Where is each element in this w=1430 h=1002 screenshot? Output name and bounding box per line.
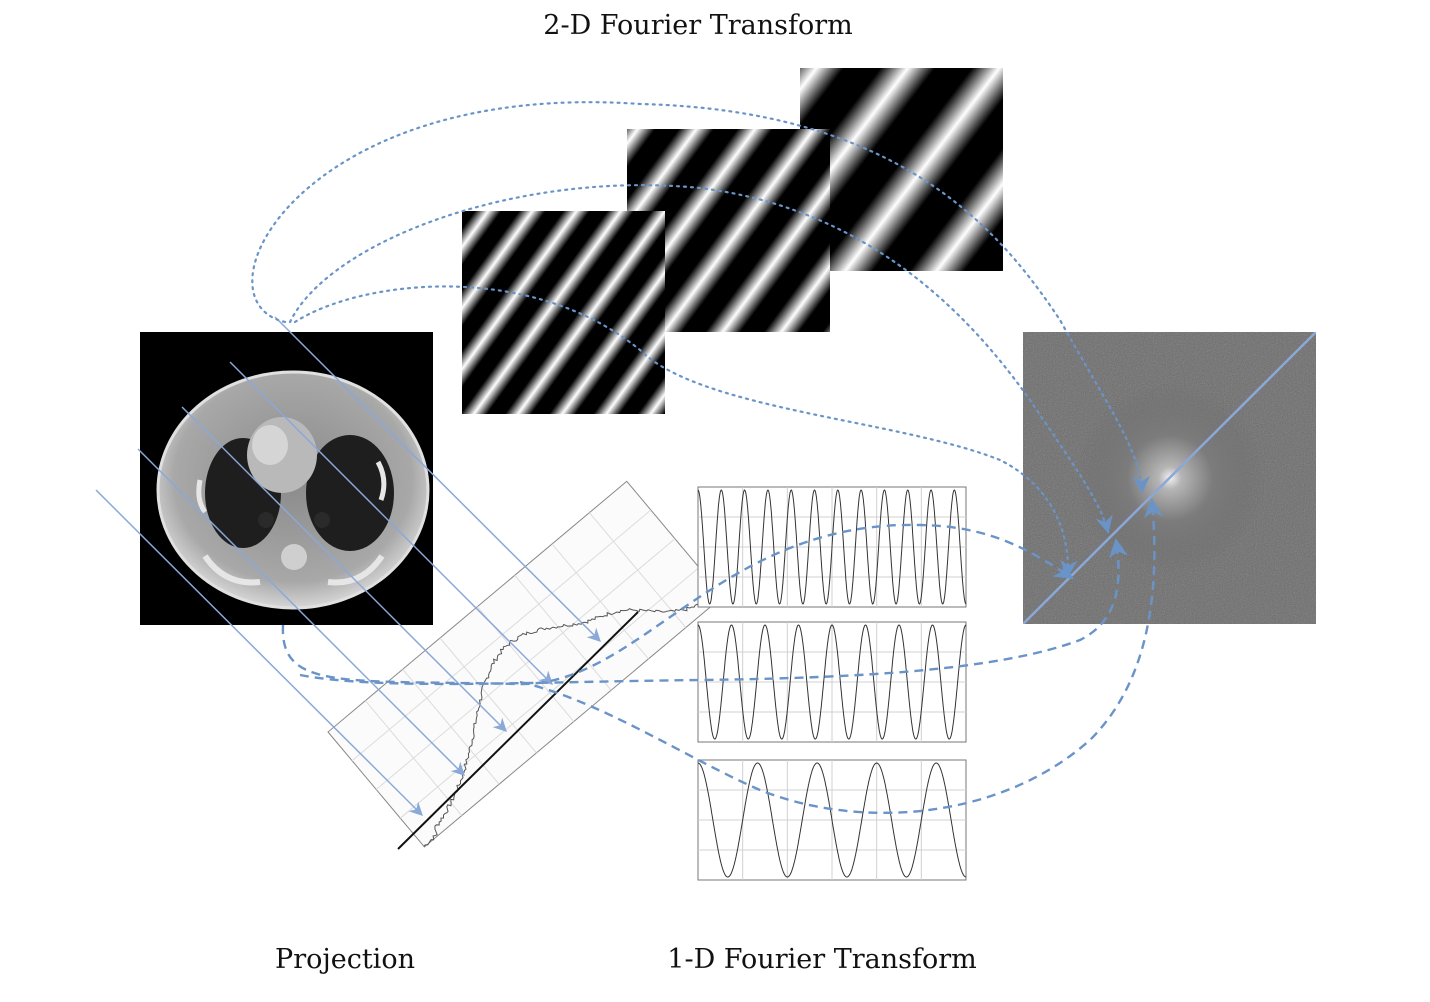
dashed-connectors bbox=[281, 498, 1164, 814]
2d-fourier-spectrum bbox=[1023, 332, 1316, 624]
projection-curve bbox=[423, 596, 724, 847]
high-frequency-sinusoid bbox=[697, 486, 967, 608]
dotted-connectors bbox=[251, 101, 1151, 578]
high-frequency-grating bbox=[462, 211, 665, 414]
projection-rays bbox=[95, 316, 601, 816]
label-projection: Projection bbox=[275, 944, 415, 975]
mid-frequency-sinusoid bbox=[697, 621, 967, 743]
label-1d-fourier-transform: 1-D Fourier Transform bbox=[667, 944, 976, 975]
detector-line bbox=[397, 611, 639, 850]
label-2d-fourier-transform: 2-D Fourier Transform bbox=[543, 10, 852, 41]
sinusoid-plots bbox=[697, 486, 967, 881]
chest-ct-image bbox=[140, 332, 433, 625]
low-frequency-sinusoid bbox=[697, 759, 967, 881]
low-frequency-grating bbox=[800, 68, 1003, 271]
projection-plot bbox=[327, 480, 724, 848]
